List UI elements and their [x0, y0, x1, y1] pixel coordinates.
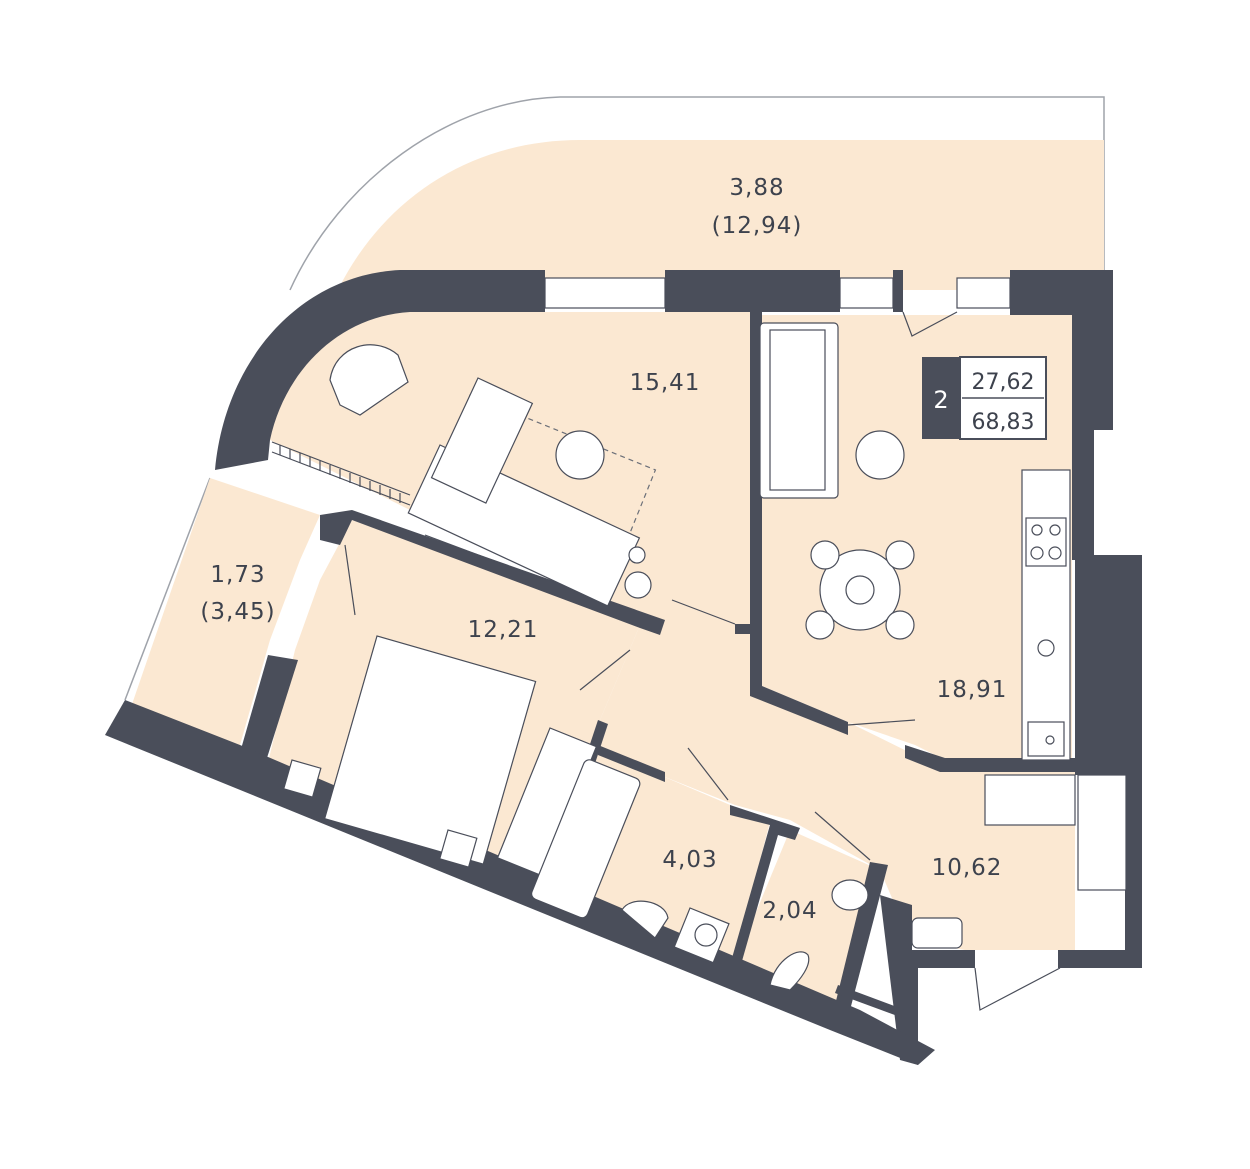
- cooktop-icon: [1025, 517, 1067, 567]
- wall-right-shaft-1: [1075, 640, 1130, 652]
- dishwasher-icon: [1037, 639, 1055, 657]
- kitchen-sofa-seat-icon: [769, 329, 826, 491]
- bathroom-furniture: [531, 759, 730, 964]
- hall-wardrobe-icon-1: [984, 774, 1076, 826]
- washing-machine-icon: [673, 907, 730, 964]
- burner-icon-1: [1031, 524, 1043, 536]
- sink-drain-icon: [1045, 735, 1055, 745]
- burner-icon-2: [1049, 524, 1061, 536]
- wall-bath-top: [598, 745, 665, 782]
- dining-chair-icon-1: [810, 540, 840, 570]
- door-bath: [687, 747, 729, 801]
- badge-living-area: 27,62: [972, 370, 1035, 395]
- door-toilet: [814, 811, 871, 861]
- door-living: [671, 599, 736, 625]
- wall-shaft-block: [880, 895, 975, 1065]
- wall-bath-toilet: [728, 805, 800, 975]
- toilet-furniture: [769, 879, 869, 991]
- outer-curved-wall: [215, 270, 545, 470]
- bookshelf-icon: [271, 441, 411, 506]
- wall-segment-top-2: [893, 270, 903, 312]
- armchair-icon: [329, 344, 409, 416]
- sofa-back-icon: [430, 377, 534, 504]
- dining-table-icon: [819, 549, 901, 631]
- window-living: [544, 277, 666, 309]
- nightstand-icon-2: [438, 829, 478, 868]
- shoe-bench-icon: [911, 917, 963, 949]
- window-kitchen-2: [956, 277, 1011, 309]
- apartment-badge: 2 27,62 68,83: [922, 356, 1047, 440]
- kitchen-counter-icon: [1021, 469, 1071, 761]
- room-area-toilet: 2,04: [762, 898, 817, 924]
- nightstand-icon-1: [282, 759, 322, 798]
- room-area-living-room: 15,41: [630, 370, 701, 396]
- badge-rooms-box: [922, 357, 960, 439]
- room-area-bathroom: 4,03: [662, 847, 717, 873]
- room-area-hallway: 10,62: [932, 855, 1003, 881]
- wall-right-shaft-2: [1075, 760, 1130, 774]
- floor-lamp-base-icon: [624, 571, 652, 599]
- wall-bottom-shaft-lines: [835, 985, 905, 1018]
- tv-panel-icon: [424, 534, 546, 581]
- round-table-icon: [555, 430, 605, 480]
- wall-toilet-right: [835, 862, 888, 1010]
- wall-segment-top-1: [665, 270, 840, 312]
- burner-icon-3: [1030, 546, 1044, 560]
- room-area-balcony-large: 3,88: [729, 175, 784, 201]
- hallway-furniture: [911, 774, 1127, 1011]
- badge-total-area: 68,83: [972, 410, 1035, 435]
- room-area-bedroom: 12,21: [468, 617, 539, 643]
- wall-corner-top-right: [1010, 270, 1113, 430]
- door-kitchen: [847, 719, 916, 726]
- entrance-door-swing: [974, 967, 1061, 1011]
- burner-icon-4: [1048, 546, 1062, 560]
- wall-balcony-divider: [235, 655, 298, 780]
- kitchen-furniture: [759, 322, 1071, 761]
- balcony-door-swing: [902, 311, 958, 337]
- dining-chair-icon-2: [885, 540, 915, 570]
- wall-kitchen-bottom: [905, 745, 1075, 772]
- toilet-bowl-icon: [769, 951, 810, 991]
- bed-icon: [323, 635, 537, 865]
- dining-chair-icon-4: [885, 610, 915, 640]
- wall-right-column: [1072, 430, 1094, 560]
- room-area-full-balcony-large: (12,94): [712, 213, 803, 239]
- door-balcony-small: [344, 544, 356, 616]
- hall-wardrobe-icon-2: [1077, 774, 1127, 891]
- toilet-floor: [730, 830, 880, 1010]
- wall-stub-living: [735, 624, 750, 634]
- balcony-large-floor: [335, 140, 1104, 296]
- balcony-small-floor: [130, 478, 320, 745]
- hallway-floor: [600, 625, 1075, 950]
- window-kitchen-1: [839, 277, 894, 309]
- living-room-furniture: [271, 344, 657, 607]
- room-area-kitchen: 18,91: [937, 677, 1008, 703]
- wall-diagonal-living-bedroom: [320, 510, 665, 635]
- flower-vase-icon: [845, 575, 875, 605]
- washbasin-icon: [621, 900, 669, 939]
- floor-lamp-icon: [628, 546, 646, 564]
- toilet-sink-icon: [831, 879, 869, 911]
- room-area-balcony-small: 1,73: [210, 562, 265, 588]
- balcony-outline-large: [289, 96, 1105, 291]
- door-bedroom: [579, 649, 631, 691]
- badge-rooms-count: 2: [933, 386, 948, 414]
- bathtub-icon: [531, 759, 641, 919]
- dining-chair-icon-3: [805, 610, 835, 640]
- bedroom-furniture: [282, 635, 598, 878]
- room-area-full-balcony-small: (3,45): [200, 599, 275, 625]
- kitchen-round-table-icon: [855, 430, 905, 480]
- washing-drum-icon: [694, 923, 718, 947]
- balcony-outline-small: [124, 477, 211, 701]
